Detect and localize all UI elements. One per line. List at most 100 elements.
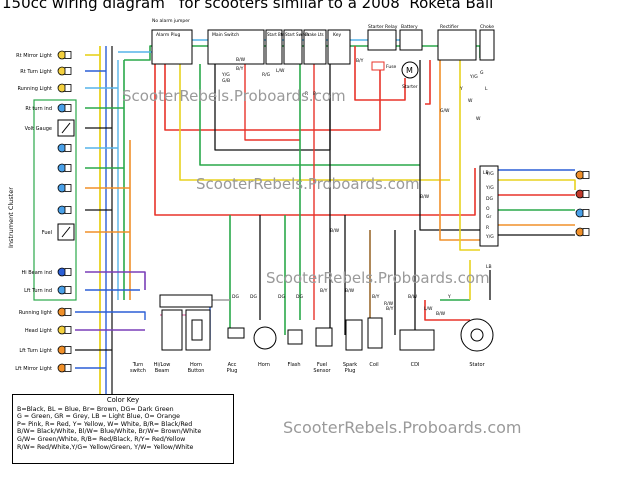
- lower-wire-code: DG: [296, 294, 303, 300]
- gauge-needle-icon: [61, 226, 71, 238]
- bulb-socket-icon: [64, 144, 72, 152]
- color-key-line: R/W= Red/White,Y/G= Yellow/Green, Y/W= Y…: [17, 443, 194, 451]
- wire: [354, 46, 406, 101]
- acc-plug-box: [227, 327, 245, 339]
- bulb-socket-icon: [64, 326, 72, 334]
- lower-wire-code: B/W: [436, 311, 446, 317]
- rear-wire-code: R: [486, 225, 489, 231]
- mid-wire-code: B/W: [330, 228, 340, 234]
- lower-component-label: Stator: [469, 362, 485, 368]
- start-btn-label: Start Btn: [267, 32, 285, 37]
- rear-wire-code: Y/G: [485, 185, 494, 191]
- lower-component-label: CDI: [411, 362, 420, 368]
- lower-wire-code: DG: [250, 294, 257, 300]
- watermark-top: ScooterRebels.Proboards.com: [122, 87, 346, 105]
- lower-component-label: Flash: [287, 362, 300, 368]
- start-btn-box: [265, 29, 283, 65]
- color-key-line: P= Pink, R= Red, Y= Yellow, W= White, B/…: [17, 420, 193, 428]
- lower-component-label: Hi/Low: [154, 362, 171, 368]
- instrument-cluster-outline: [33, 99, 77, 301]
- starter-motor-icon: [401, 61, 419, 79]
- key-switch-box: [327, 29, 351, 65]
- color-key: Color Key B=Black, BL = Blue, Br= Brown,…: [12, 394, 234, 464]
- mid-wire-code: Y/G: [485, 171, 494, 177]
- fuse-label: Fuse: [386, 64, 397, 70]
- start-switch-label: Start Switch: [285, 32, 310, 37]
- bulb-socket-icon: [64, 268, 72, 276]
- alarm-plug-label: Alarm Plug: [156, 32, 180, 38]
- wire-code-label: R: [305, 91, 308, 97]
- switch-block-box: [159, 294, 213, 308]
- bulb-socket-icon: [64, 364, 72, 372]
- wire-code-label: B/W: [236, 57, 246, 63]
- left-component-label: Running Light: [17, 86, 52, 92]
- choke-label: Choke: [480, 24, 494, 30]
- mid-wire-code: B/W: [420, 194, 430, 200]
- mid-wire-code: W: [476, 116, 481, 122]
- lower-component-label: Sensor: [313, 368, 331, 374]
- starter-label: Starter: [402, 84, 418, 90]
- wire-code-label: B/Y: [356, 58, 364, 64]
- jumper-label: No alarm jumper: [152, 18, 190, 24]
- watermark-bottom: ScooterRebels.Proboards.com: [283, 418, 522, 437]
- bulb-socket-icon: [64, 184, 72, 192]
- lower-component-label: Acc: [228, 362, 237, 368]
- brake-lights-box: [303, 29, 327, 65]
- coil-box: [367, 317, 383, 349]
- lower-wire-code: B/W: [408, 294, 418, 300]
- horn-icon: [253, 326, 277, 350]
- color-key-line: B/W= Black/White, Bl/W= Blue/White, Br/W…: [17, 428, 202, 436]
- flasher-box: [287, 329, 303, 345]
- wire-code-label: G: [480, 70, 484, 76]
- left-component-label: Rt Turn Light: [20, 69, 52, 75]
- alarm-plug-box: [151, 29, 193, 65]
- wire-code-label: G/W: [440, 108, 450, 114]
- wire: [164, 64, 381, 131]
- lower-component-label: Plug: [345, 368, 356, 374]
- turn-switch-box: [161, 309, 183, 351]
- wire: [419, 60, 480, 231]
- battery-box: [399, 29, 423, 51]
- lower-wire-code: R/W: [384, 301, 394, 307]
- cdi-box: [399, 329, 435, 351]
- bulb-socket-icon: [64, 84, 72, 92]
- spark-plug-box: [345, 319, 363, 351]
- wire: [424, 300, 470, 321]
- bulb-socket-icon: [64, 67, 72, 75]
- brake-lights-label: Brake Lts: [305, 32, 324, 37]
- wire-code-label: Y: [459, 86, 463, 92]
- rectifier-box: [437, 29, 477, 61]
- wire-code-label: B: [313, 91, 316, 97]
- rear-wire-code: Gr: [486, 214, 491, 220]
- lower-component-label: Coil: [369, 362, 378, 368]
- lower-wire-code: L/W: [424, 306, 433, 312]
- key-label: Key: [333, 32, 341, 38]
- wire: [439, 60, 480, 241]
- wire-code-label: W: [468, 98, 473, 104]
- bulb-socket-icon: [64, 308, 72, 316]
- lower-wire-code: DG: [232, 294, 239, 300]
- lower-component-label: Button: [188, 368, 205, 374]
- color-key-title: Color Key: [106, 396, 140, 404]
- fuel-sensor-box: [315, 327, 333, 347]
- wire-code-label: L: [485, 86, 488, 92]
- left-component-label: Lft Turn ind: [24, 288, 52, 294]
- lower-component-label: Plug: [227, 368, 238, 374]
- watermark-lower: ScooterRebels.Proboards.com: [266, 269, 490, 287]
- watermark-middle: ScooterRebels.Proboards.com: [196, 175, 420, 193]
- choke-box: [479, 29, 495, 61]
- color-key-line: G/W= Green/White, R/B= Red/Black, R/Y= R…: [17, 435, 186, 443]
- lower-wire-code: B/Y: [320, 288, 328, 294]
- left-component-label: Hi Beam ind: [21, 270, 52, 276]
- stator-hub-icon: [470, 328, 484, 342]
- starter-motor-symbol: M: [406, 66, 413, 75]
- bulb-socket-icon: [64, 286, 72, 294]
- lower-component-label: Horn: [190, 362, 202, 368]
- lower-light-label: Running light: [19, 310, 52, 316]
- rear-wire-code: DG: [486, 196, 493, 202]
- lower-component-label: switch: [130, 368, 146, 374]
- bulb-socket-icon: [582, 171, 590, 179]
- wire: [154, 64, 476, 216]
- left-component-label: Fuel: [42, 230, 52, 236]
- rear-wire-code: Y/G: [485, 234, 494, 240]
